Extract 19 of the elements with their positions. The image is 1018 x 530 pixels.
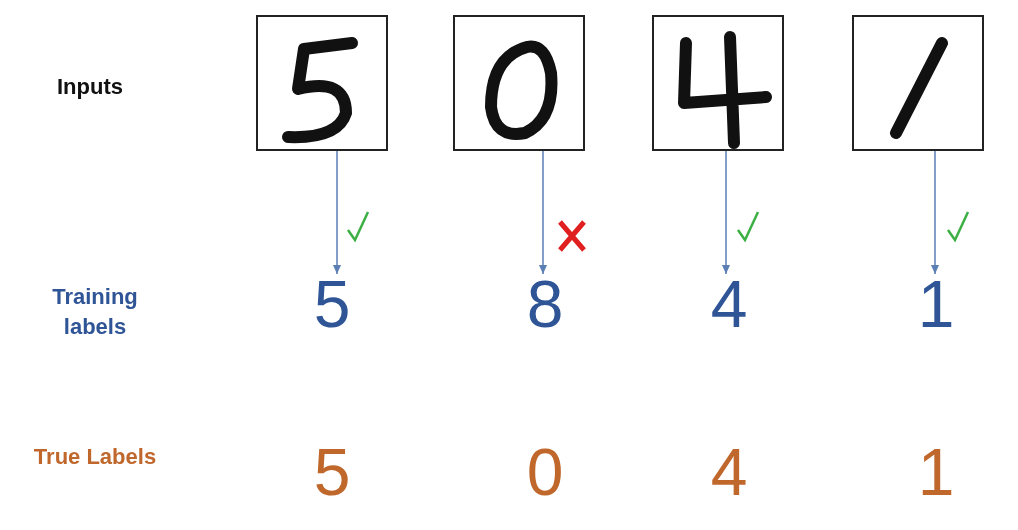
digit-image <box>852 15 984 151</box>
arrow <box>931 150 939 275</box>
predicted-label: 1 <box>914 272 958 332</box>
arrow <box>722 150 730 275</box>
digit-image <box>652 15 784 151</box>
true-label: 5 <box>312 440 352 500</box>
row-label: Inputs <box>56 73 124 101</box>
row-label: Training labels <box>51 283 139 341</box>
true-label: 4 <box>709 440 749 500</box>
predicted-label: 8 <box>523 272 567 332</box>
digit-image <box>256 15 388 151</box>
row-label: True Labels <box>32 443 158 471</box>
digit-image <box>453 15 585 151</box>
true-label: 0 <box>525 440 565 500</box>
predicted-label: 5 <box>310 272 354 332</box>
predicted-label: 4 <box>707 272 751 332</box>
arrow <box>333 150 341 275</box>
true-label: 1 <box>916 440 956 500</box>
arrow <box>539 150 547 275</box>
